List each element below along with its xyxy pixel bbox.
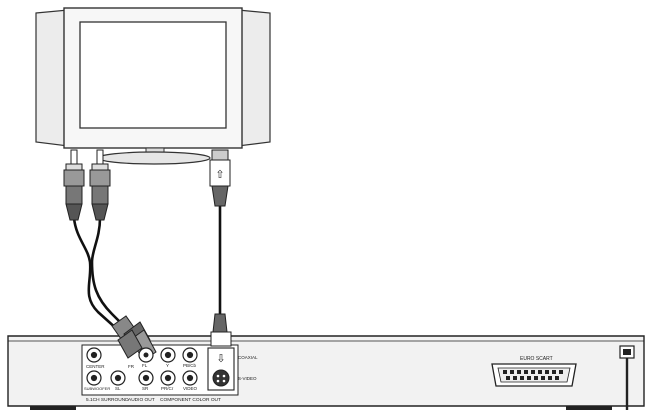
tv-screen (79, 21, 227, 129)
panel-labels: CENTER SUBWOOFER FL SL SR FR Y PB/Cb PR/… (84, 355, 553, 403)
rca-plug-left (63, 149, 85, 221)
label-surround-r: SR (142, 386, 149, 391)
s-video-plug-top (209, 149, 231, 207)
rca-plug-right (89, 149, 111, 221)
tv-left-speaker (35, 9, 69, 147)
tv-right-speaker (237, 9, 271, 147)
television (35, 7, 271, 165)
caption-audio-out: AUDIO OUT (128, 397, 155, 403)
label-front-r: FR (128, 364, 135, 369)
label-subwoofer: SUBWOOFER (84, 386, 110, 391)
caption-surround: 5.1CH SURROUND (86, 397, 129, 403)
dvd-foot-left (30, 406, 76, 410)
caption-component: COMPONENT COLOR OUT (160, 397, 221, 403)
audio-cable-left-wire (72, 216, 120, 332)
label-center: CENTER (86, 364, 105, 369)
surround-jacks (86, 347, 154, 386)
label-video: VIDEO (183, 386, 198, 391)
label-pb-cb: PB/Cb (183, 363, 197, 368)
label-pr-cr: PR/Cr (161, 386, 174, 391)
label-euro-scart: EURO SCART (520, 356, 553, 362)
s-video-plug-arrow-icon: ⇧ (215, 169, 224, 181)
dvd-player: ⇩ (7, 313, 645, 410)
label-y: Y (166, 363, 169, 368)
cables (72, 204, 222, 336)
audio-cable-right-wire (90, 216, 134, 336)
dvd-foot-right (566, 406, 612, 410)
jack-s-video (212, 369, 230, 387)
tv-stand-base (97, 151, 211, 165)
label-surround-l: SL (115, 386, 121, 391)
label-s-video: S-VIDEO (238, 376, 257, 381)
component-jacks (160, 347, 198, 386)
s-video-jack-arrow-icon: ⇩ (216, 353, 225, 365)
euro-scart-connector (491, 363, 577, 387)
s-video-plug-inserted (210, 313, 232, 347)
label-coaxial: COAXIAL (238, 355, 258, 360)
label-front-l: FL (142, 363, 148, 368)
